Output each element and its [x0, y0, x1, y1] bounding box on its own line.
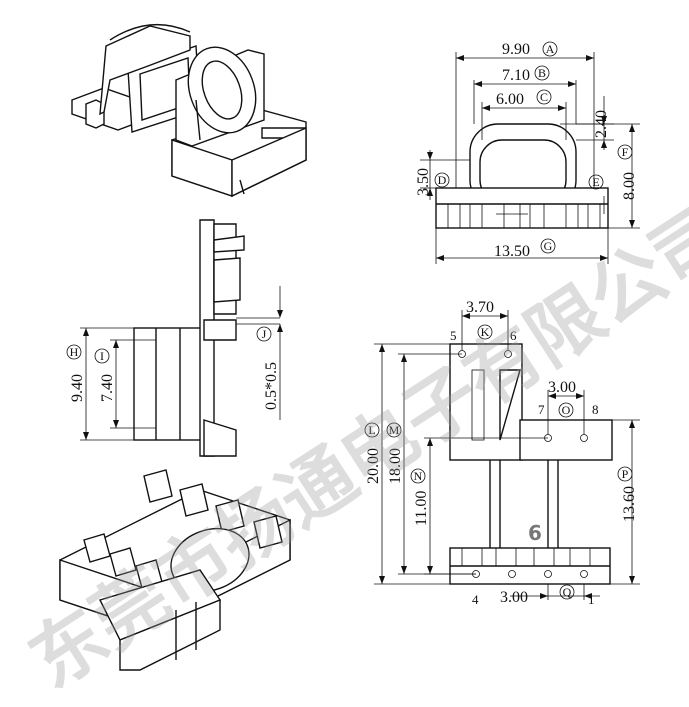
- pin-label-5: 5: [450, 328, 457, 343]
- dim-A-value: 9.90: [502, 41, 530, 58]
- dim-J-value: 0.5*0.5: [263, 362, 280, 410]
- dim-A-letter: A: [546, 42, 555, 56]
- dim-J-letter: J: [262, 327, 267, 341]
- dim-B-letter: B: [538, 66, 546, 80]
- dim-Q-value: 3.00: [500, 589, 528, 606]
- dim-C-letter: C: [540, 90, 548, 104]
- dim-L-letter: L: [368, 423, 375, 437]
- pin-label-4: 4: [472, 592, 479, 607]
- dim-I-letter: I: [100, 349, 104, 363]
- dim-G-letter: G: [544, 239, 553, 253]
- dim-K-letter: K: [481, 325, 490, 339]
- dim-O-letter: O: [562, 403, 571, 417]
- dim-H-letter: H: [70, 345, 79, 359]
- dim-N-letter: N: [414, 469, 423, 483]
- pin-label-8: 8: [592, 402, 599, 417]
- dim-E-letter: E: [592, 175, 599, 189]
- dim-D-value: 3.50: [415, 168, 432, 196]
- dim-B-value: 7.10: [502, 67, 530, 84]
- dim-G-value: 13.50: [494, 243, 530, 260]
- dim-L-value: 20.00: [365, 448, 382, 484]
- dim-F-value: 8.00: [621, 172, 638, 200]
- dim-D-letter: D: [438, 173, 447, 187]
- dim-P-value: 13.60: [621, 486, 638, 522]
- pin-label-1: 1: [588, 592, 595, 607]
- dim-I-value: 7.40: [99, 374, 116, 402]
- dim-H-value: 9.40: [69, 374, 86, 402]
- dim-M-letter: M: [389, 423, 400, 437]
- dim-C-value: 6.00: [496, 91, 524, 108]
- pin-view: 5 6 7 8 4 1 3.70 K 3.00 O 20.00 L: [364, 299, 640, 607]
- pin-label-6: 6: [510, 328, 517, 343]
- dim-N-value: 11.00: [413, 491, 430, 526]
- dim-M-value: 18.00: [387, 448, 404, 484]
- side-view: 9.40 H 7.40 I 0.5*0.5 J: [66, 219, 283, 457]
- dim-O-value: 3.00: [548, 379, 576, 396]
- pin-label-7: 7: [538, 402, 545, 417]
- sheet-number: 6: [528, 521, 542, 545]
- iso-view-bottom: [59, 469, 291, 671]
- dim-K-value: 3.70: [466, 299, 494, 316]
- top-view: 9.90 A 7.10 B 6.00 C 2.40 E: [415, 41, 640, 264]
- iso-view-top: [71, 23, 307, 198]
- dim-F-letter: F: [622, 145, 629, 159]
- dim-Q-letter: Q: [563, 585, 572, 599]
- dim-P-letter: P: [622, 467, 629, 481]
